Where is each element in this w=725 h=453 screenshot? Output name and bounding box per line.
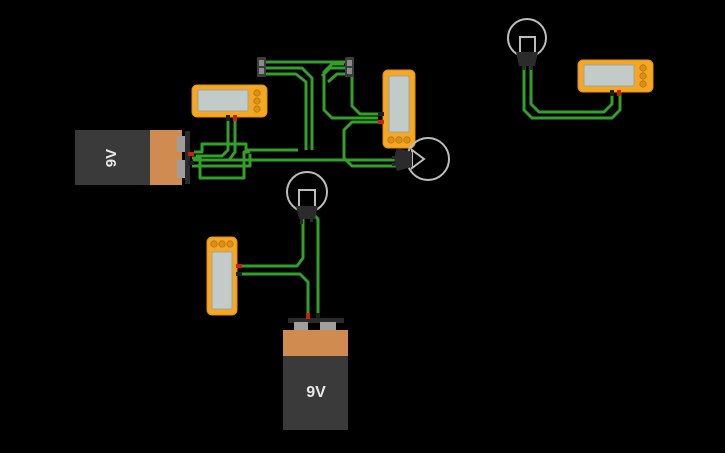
multimeter-right-vertical-screen	[388, 75, 410, 133]
battery-bottom-body	[283, 356, 348, 430]
wire-right-bulb-leg-left[interactable]	[522, 66, 622, 120]
connector-right-top-pin-lower	[347, 68, 352, 74]
multimeter-top-left-terminal-negative[interactable]	[226, 115, 230, 121]
wire-layer	[192, 60, 622, 318]
battery-left[interactable]: 9V	[75, 130, 194, 185]
battery-bottom-post-left	[294, 322, 308, 331]
bulb-top-right-vertical-contact-left[interactable]	[522, 64, 525, 70]
battery-bottom-terminal-negative[interactable]	[316, 313, 320, 319]
multimeter-far-right-button-2[interactable]	[639, 72, 647, 80]
wire-connector-to-meter-right-a[interactable]	[322, 62, 378, 120]
bulb-center-vertical[interactable]	[286, 171, 328, 224]
bulb-right-horizontal[interactable]	[392, 137, 450, 181]
multimeter-top-left-button-2[interactable]	[253, 97, 261, 105]
multimeter-lower-vertical-button-1[interactable]	[210, 240, 218, 248]
bulb-right-horizontal-base	[394, 148, 412, 171]
wire-center-bulb-left-leg[interactable]	[240, 215, 305, 268]
wire-center-bulb-right-leg[interactable]	[310, 211, 320, 318]
bulb-top-right-vertical[interactable]	[507, 18, 547, 70]
bulb-center-vertical-contact-right[interactable]	[310, 215, 313, 222]
wire-connector-top-run-c[interactable]	[266, 72, 308, 150]
wire-battery-left-loop-upper[interactable]	[194, 142, 298, 154]
bulb-center-vertical-contact-left[interactable]	[300, 217, 303, 224]
bulb-top-right-vertical-filament	[519, 36, 536, 52]
battery-bottom-cap	[288, 318, 344, 323]
multimeter-right-vertical-button-3[interactable]	[403, 136, 411, 144]
multimeter-lower-vertical-terminal-positive[interactable]	[236, 264, 242, 268]
battery-bottom-band	[283, 330, 348, 358]
wire-meter-topleft-probe-pos[interactable]	[227, 118, 237, 161]
battery-left-terminal-positive[interactable]	[188, 152, 194, 156]
multimeter-top-left-screen	[197, 89, 249, 112]
battery-left-label: 9V	[103, 149, 120, 167]
wire-meter-right-to-bulb[interactable]	[342, 120, 400, 168]
bulb-right-horizontal-contact-upper[interactable]	[392, 156, 400, 159]
multimeter-right-vertical-terminal-positive[interactable]	[378, 120, 384, 124]
multimeter-lower-vertical-button-3[interactable]	[226, 240, 234, 248]
multimeter-far-right[interactable]	[577, 59, 654, 96]
multimeter-top-left[interactable]	[191, 84, 268, 121]
multimeter-far-right-screen	[583, 64, 635, 87]
multimeter-far-right-button-3[interactable]	[639, 80, 647, 88]
connector-left-top-pin-upper	[259, 60, 264, 66]
battery-left-cap	[185, 131, 190, 184]
battery-bottom[interactable]: 9V	[283, 313, 348, 430]
wire-battery-left-to-bus[interactable]	[192, 154, 252, 168]
bulb-center-vertical-base	[296, 206, 318, 219]
connector-left-top-pin-lower	[259, 68, 264, 74]
bulb-right-horizontal-contact-lower[interactable]	[392, 163, 400, 166]
multimeter-right-vertical[interactable]	[378, 69, 416, 149]
battery-left-band	[150, 130, 182, 185]
multimeter-lower-vertical-terminal-negative[interactable]	[236, 272, 242, 276]
bulb-center-vertical-filament	[298, 189, 316, 206]
multimeter-lower-vertical-screen	[211, 251, 233, 310]
bulb-right-horizontal-filament	[411, 148, 426, 170]
bulb-right-horizontal-glass	[406, 137, 450, 181]
wire-connector-top-run-b[interactable]	[266, 66, 314, 150]
connector-right-top-pin-upper	[347, 60, 352, 66]
battery-left-post-upper	[177, 136, 186, 152]
wire-lower-meter-to-battery-bottom[interactable]	[239, 272, 310, 318]
connector-left-top[interactable]	[257, 57, 266, 77]
battery-bottom-terminal-positive[interactable]	[306, 313, 310, 319]
multimeter-far-right-button-1[interactable]	[639, 64, 647, 72]
multimeter-far-right-terminal-negative[interactable]	[610, 90, 614, 96]
multimeter-lower-vertical-button-2[interactable]	[218, 240, 226, 248]
battery-left-terminal-negative[interactable]	[188, 161, 194, 165]
multimeter-right-vertical-terminal-negative[interactable]	[378, 112, 384, 116]
wire-meter-topleft-probe-neg[interactable]	[196, 118, 230, 158]
multimeter-right-vertical-button-2[interactable]	[395, 136, 403, 144]
multimeter-top-left-button-1[interactable]	[253, 89, 261, 97]
wire-connector-right-run-b[interactable]	[327, 72, 345, 84]
multimeter-top-left-terminal-positive[interactable]	[233, 115, 237, 121]
multimeter-far-right-terminal-positive[interactable]	[617, 90, 621, 96]
connector-right-top[interactable]	[345, 57, 354, 77]
wire-right-bulb-leg-right[interactable]	[529, 66, 614, 114]
battery-bottom-post-right	[320, 322, 336, 331]
battery-left-body	[75, 130, 160, 185]
bulb-top-right-vertical-contact-right[interactable]	[530, 64, 533, 70]
multimeter-lower-vertical[interactable]	[206, 236, 242, 316]
bulb-top-right-vertical-base	[516, 52, 538, 66]
multimeter-top-left-button-3[interactable]	[253, 105, 261, 113]
battery-left-post-lower	[177, 160, 186, 178]
battery-bottom-label: 9V	[306, 384, 326, 401]
wire-battery-left-loop-lower[interactable]	[192, 150, 250, 180]
multimeter-right-vertical-button-1[interactable]	[387, 136, 395, 144]
